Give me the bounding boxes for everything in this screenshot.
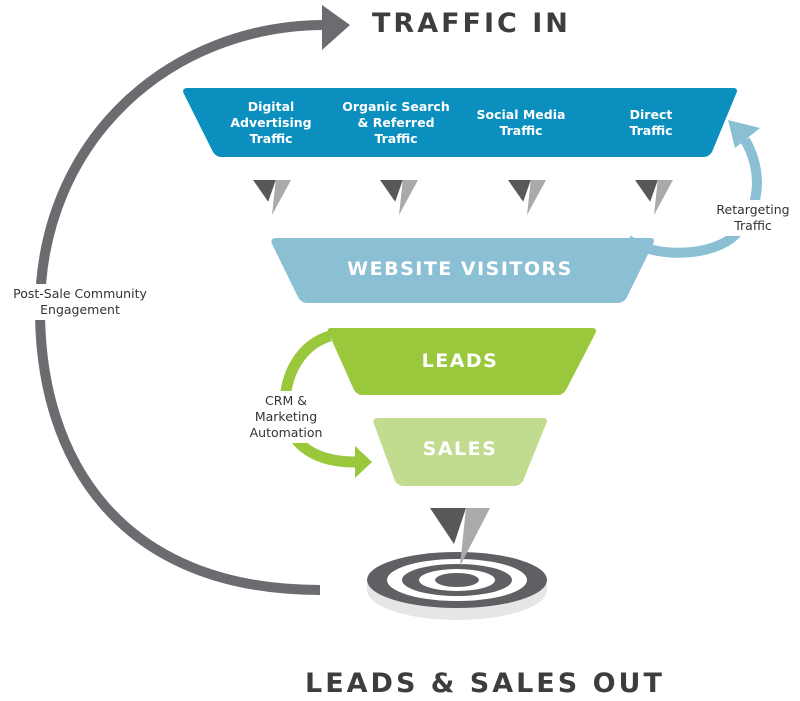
traffic-source-direct: Direct Traffic bbox=[629, 107, 673, 138]
traffic-in-arrowhead-icon bbox=[322, 5, 350, 50]
leads-sales-out-title: LEADS & SALES OUT bbox=[305, 668, 665, 699]
website-visitors-band bbox=[271, 238, 654, 303]
crm-marketing-automation-label: CRM & Marketing Automation bbox=[238, 391, 334, 443]
bullseye-target-icon bbox=[367, 552, 547, 620]
down-triangle-icon bbox=[430, 508, 490, 566]
leads-band bbox=[327, 328, 596, 395]
traffic-source-digital-advertising: Digital Advertising Traffic bbox=[230, 99, 312, 146]
down-triangle-icon bbox=[380, 180, 418, 215]
traffic-source-social-media: Social Media Traffic bbox=[476, 107, 566, 138]
retargeting-arrowhead-icon bbox=[728, 120, 760, 148]
down-triangle-icon bbox=[635, 180, 673, 215]
traffic-source-organic-search: Organic Search & Referred Traffic bbox=[342, 99, 450, 146]
sales-band bbox=[373, 418, 547, 486]
down-triangle-icon bbox=[253, 180, 291, 215]
traffic-in-title: TRAFFIC IN bbox=[372, 8, 571, 39]
down-triangle-icon bbox=[508, 180, 546, 215]
retargeting-traffic-label: Retargeting Traffic bbox=[707, 200, 799, 236]
stage-leads-label: LEADS bbox=[421, 350, 499, 372]
stage-sales-label: SALES bbox=[422, 438, 498, 460]
crm-arrowhead-icon bbox=[355, 446, 372, 478]
post-sale-community-label: Post-Sale Community Engagement bbox=[0, 284, 160, 320]
stage-website-visitors-label: WEBSITE VISITORS bbox=[347, 258, 573, 280]
traffic-sources-band bbox=[183, 88, 738, 157]
